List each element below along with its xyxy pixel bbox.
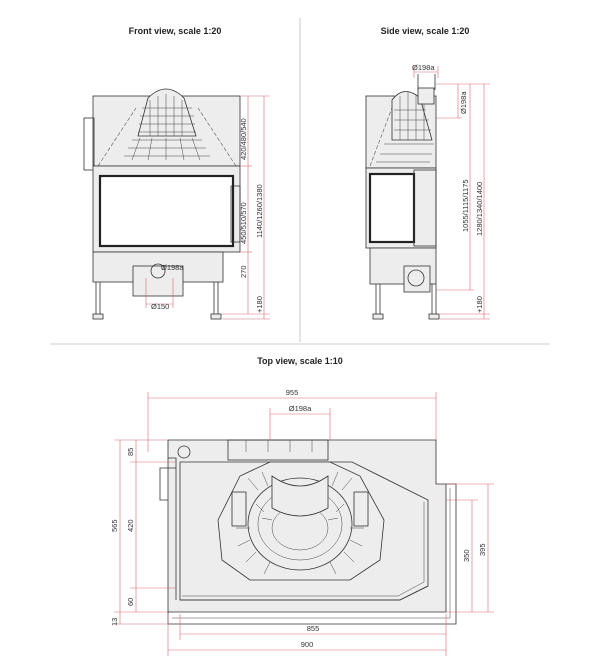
top-dim-bottom-overall: 900 — [301, 640, 314, 649]
top-view: Top view, scale 1:10 — [110, 356, 494, 656]
side-view: Side view, scale 1:20 — [365, 26, 490, 320]
front-ash-box — [132, 265, 184, 297]
top-dim-bottom-inner: 855 — [307, 624, 320, 633]
top-dim-left-420: 420 — [126, 519, 135, 532]
top-view-title: Top view, scale 1:10 — [257, 356, 343, 366]
top-glass-inner — [182, 502, 425, 597]
front-view-title: Front view, scale 1:20 — [129, 26, 222, 36]
top-dim-overall-width: 955 — [286, 388, 299, 397]
top-flue-ticks — [245, 440, 313, 452]
front-outlet-label: Ø150 — [151, 302, 169, 311]
front-dim-legs: +180 — [255, 296, 264, 313]
front-dim-overall: 1140/1260/1380 — [255, 184, 264, 238]
top-left-wall — [159, 457, 177, 600]
side-door-frame — [413, 169, 437, 247]
front-dim-base: 270 — [239, 265, 248, 278]
front-dimension-lines — [222, 95, 270, 320]
top-dim-left-85: 85 — [126, 448, 135, 456]
front-heat-exchanger — [124, 88, 210, 161]
side-hood-slope — [369, 107, 393, 167]
side-dim-top: Ø198a — [412, 63, 435, 72]
side-legs — [372, 284, 440, 320]
top-glass-front — [180, 585, 429, 601]
top-dim-left-565: 565 — [110, 519, 119, 532]
side-dim-depth: 1055/1115/1175 — [461, 179, 470, 232]
side-dimension-lines — [413, 66, 490, 320]
front-legs — [92, 282, 222, 320]
side-dim-overall: 1280/1340/1400 — [475, 182, 484, 236]
front-flue-label: Ø198a — [161, 263, 184, 272]
top-dim-flue: Ø198a — [289, 404, 312, 413]
top-heat-exchanger — [217, 461, 385, 581]
side-outlet-circle — [407, 269, 425, 287]
top-outlet-stub — [177, 445, 191, 459]
front-view: Front view, scale 1:20 Ø198a — [83, 26, 270, 320]
top-dimension-lines — [114, 392, 494, 656]
front-side-panel — [83, 117, 95, 171]
side-dim-legs: +180 — [475, 296, 484, 313]
front-outlet-dim — [145, 278, 174, 308]
side-dim-right-small: Ø198a — [459, 91, 468, 114]
front-dim-upper: 420/480/540 — [239, 118, 248, 160]
side-glass-door — [368, 172, 416, 244]
top-dim-left-13: 13 — [110, 618, 119, 626]
side-view-title: Side view, scale 1:20 — [381, 26, 470, 36]
top-hearth-inner — [172, 488, 451, 619]
top-dim-right-395: 395 — [478, 543, 487, 556]
front-door-handle — [230, 185, 241, 243]
side-heat-exchanger — [376, 87, 435, 163]
top-dim-left-60: 60 — [126, 598, 135, 606]
front-dim-middle: 450/510/570 — [239, 202, 248, 244]
top-flue-collar — [227, 439, 329, 461]
front-glass-door — [98, 174, 235, 248]
top-dim-right-350: 350 — [462, 549, 471, 562]
front-outlet-circle — [150, 263, 166, 279]
